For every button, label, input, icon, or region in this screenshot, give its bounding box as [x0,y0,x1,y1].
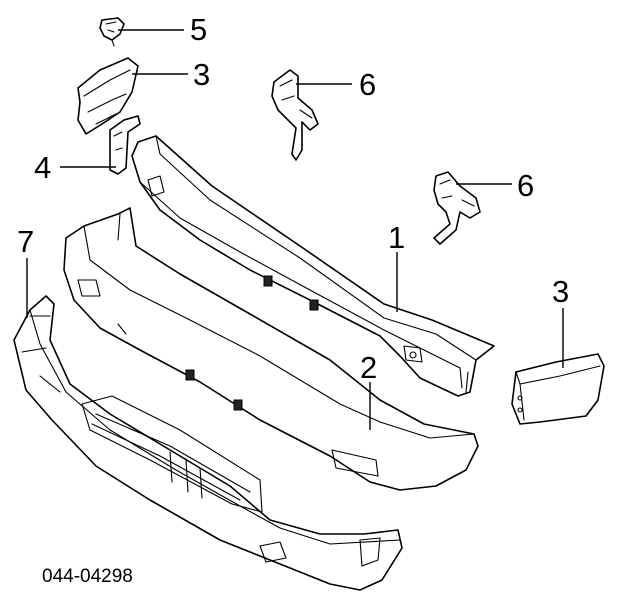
part-6-upper-bracket [271,69,319,161]
callout-6-lower: 6 [517,168,534,203]
callout-5: 5 [190,12,207,47]
part-7-lower-valance [13,295,403,591]
diagram-code: 044-04298 [42,566,133,587]
part-5-bracket [99,17,125,47]
part-1-reinforcement [131,135,495,397]
callout-3-upper: 3 [193,57,210,92]
callout-2: 2 [360,350,377,385]
callout-7: 7 [17,224,34,259]
part-2-bumper-cover [63,207,479,491]
callout-3-right: 3 [552,274,569,309]
part-4-bracket [109,115,141,175]
callout-1: 1 [388,220,405,255]
callout-4: 4 [34,150,51,185]
part-3-upper-mudguard [77,57,139,135]
part-6-lower-bracket [433,171,481,245]
part-3-right-end-cap [511,353,605,425]
callout-6-upper: 6 [359,67,376,102]
leader-lines [26,29,564,430]
